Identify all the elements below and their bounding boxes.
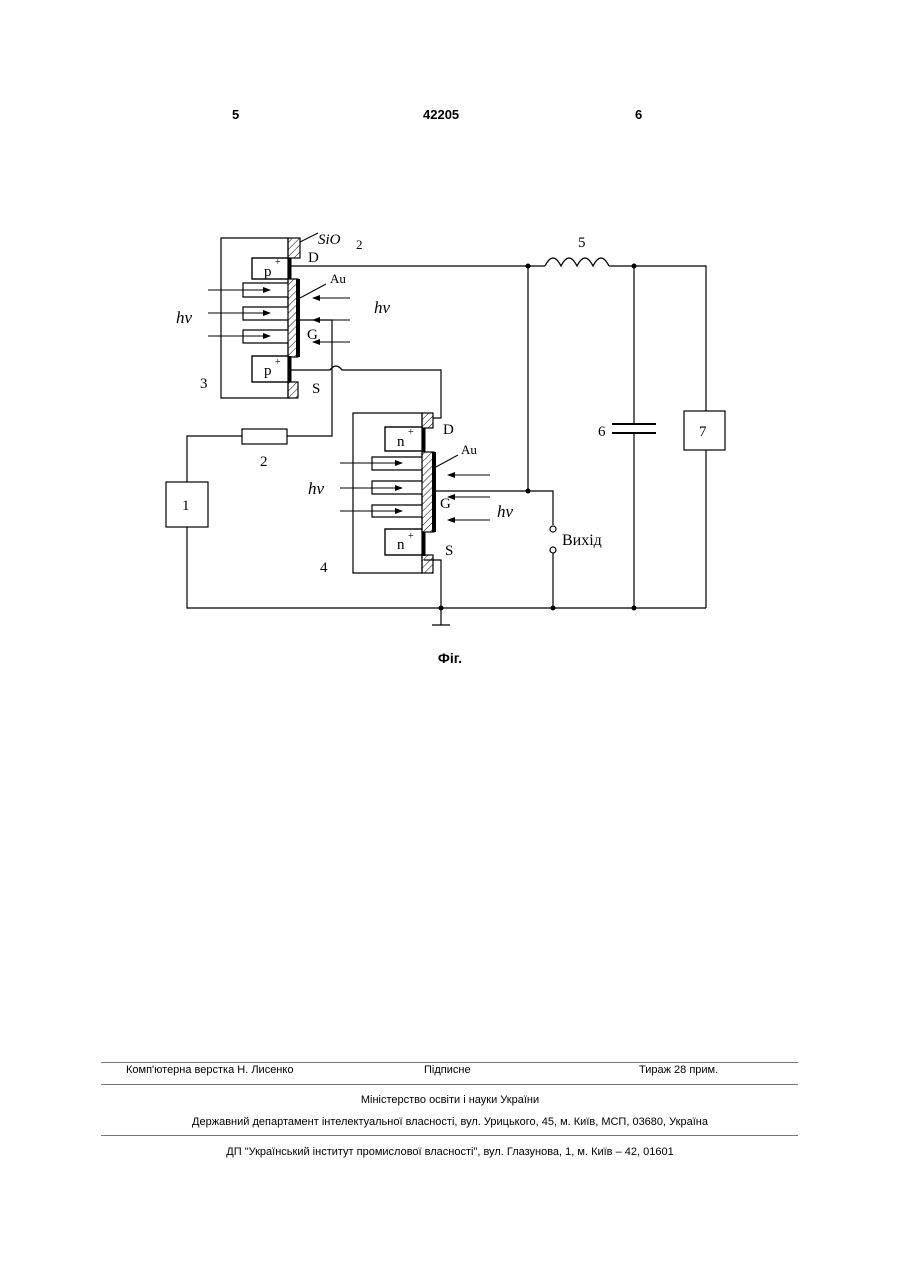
plus-sign: + — [275, 357, 281, 368]
label-6: 6 — [598, 424, 606, 440]
footer-signed: Підписне — [424, 1064, 471, 1076]
label-3: 3 — [200, 376, 208, 392]
bottom-gate-label: G — [440, 496, 451, 512]
n-plus-top: n — [397, 434, 405, 450]
bottom-drain-label: D — [443, 422, 454, 438]
top-source-sio2 — [288, 382, 298, 398]
sio2-label: SiO — [318, 232, 341, 248]
top-au-label: Au — [330, 271, 346, 286]
circuit-diagram: SiO 2 D Au hν hν G S 3 p + p + n + n + D… — [0, 0, 900, 700]
p-plus-top: p — [264, 264, 272, 280]
footer-rule-top — [101, 1062, 798, 1063]
label-1: 1 — [182, 498, 190, 514]
plus-sign: + — [408, 531, 414, 542]
hv-label-top-right: hν — [374, 298, 391, 317]
p-plus-bottom: p — [264, 363, 272, 379]
figure-caption: Фіг. — [0, 650, 900, 666]
sio2-subscript: 2 — [356, 237, 363, 252]
inductor-5 — [545, 258, 609, 266]
resistor-2 — [242, 429, 287, 444]
hv-label-top-left: hν — [176, 308, 193, 327]
footer-ministry: Міністерство освіти і науки України — [0, 1094, 900, 1106]
top-source-label: S — [312, 381, 320, 397]
label-4: 4 — [320, 560, 328, 576]
top-gate-label: G — [307, 327, 318, 343]
footer-department: Державний департамент інтелектуальної вл… — [0, 1116, 900, 1128]
label-2: 2 — [260, 454, 268, 470]
top-drain-sio2 — [288, 238, 300, 258]
label-5: 5 — [578, 235, 586, 251]
hv-label-bottom-left: hν — [308, 479, 325, 498]
label-7: 7 — [699, 424, 707, 440]
output-label: Вихід — [562, 532, 602, 549]
plus-sign: + — [275, 257, 281, 268]
bottom-source-label: S — [445, 543, 453, 559]
footer-circulation: Тираж 28 прим. — [639, 1064, 718, 1076]
footer-rule-bottom — [101, 1135, 798, 1136]
bottom-source-sio2 — [422, 555, 433, 573]
top-drain-label: D — [308, 250, 319, 266]
plus-sign: + — [408, 427, 414, 438]
footer-layout-credit: Комп'ютерна верстка Н. Лисенко — [126, 1064, 293, 1076]
hv-label-bottom-right: hν — [497, 502, 514, 521]
bottom-au-label: Au — [461, 442, 477, 457]
bottom-drain-sio2 — [422, 413, 433, 428]
n-plus-bottom: n — [397, 537, 405, 553]
footer-rule-middle — [101, 1084, 798, 1085]
footer-institute: ДП "Український інститут промислової вла… — [0, 1146, 900, 1158]
